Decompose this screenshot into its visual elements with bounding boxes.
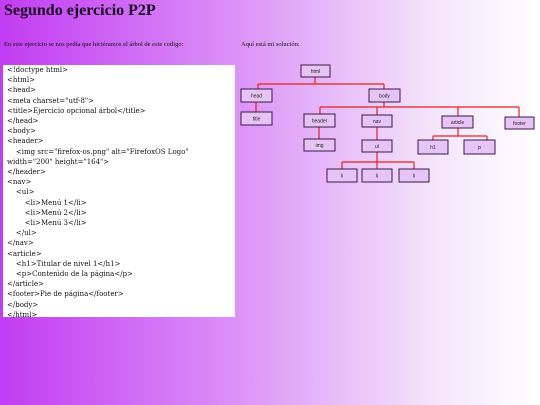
code-line: <html> <box>7 76 35 85</box>
node-label: article <box>451 120 465 126</box>
node-label: body <box>379 94 390 100</box>
tree-node-head: head <box>240 88 273 103</box>
tree-node-h1: h1 <box>417 139 449 155</box>
tree-node-li-3: li <box>398 168 430 183</box>
node-label: footer <box>513 121 526 127</box>
edge-html-children <box>257 77 385 89</box>
code-line: </head> <box>7 117 39 126</box>
node-label: h1 <box>430 145 436 151</box>
code-line: <!doctype html> <box>7 66 68 74</box>
code-line: </header> <box>7 168 46 177</box>
code-line: <body> <box>7 127 36 136</box>
code-line: <footer>Pie de página</footer> <box>7 290 124 299</box>
code-line: </article> <box>7 280 44 289</box>
tree-edges <box>255 77 520 169</box>
page-title: Segundo ejercicio P2P <box>4 2 156 19</box>
code-line: <li>Menú 3</li> <box>7 219 87 228</box>
code-line: <p>Contenido de la página</p> <box>7 270 133 279</box>
node-label: p <box>478 145 481 151</box>
node-label: li <box>376 174 378 180</box>
edge-ul-li <box>341 152 415 169</box>
edge-article-children <box>432 128 488 140</box>
node-label: li <box>341 174 343 180</box>
tree-node-html: html <box>300 64 331 78</box>
node-label: title <box>253 117 261 123</box>
tree-node-nav: nav <box>361 114 393 128</box>
code-line: <ul> <box>7 188 35 197</box>
node-label: header <box>312 119 328 125</box>
tree-node-img: img <box>303 138 336 152</box>
tree-node-body: body <box>368 88 401 103</box>
node-label: nav <box>373 119 382 125</box>
code-line: <nav> <box>7 178 32 187</box>
tree-node-li-1: li <box>326 168 358 183</box>
node-label: img <box>315 143 323 149</box>
code-line: </body> <box>7 300 39 309</box>
code-line: </ul> <box>7 229 37 238</box>
code-line: <article> <box>7 249 42 258</box>
node-label: ul <box>375 144 379 150</box>
code-line: <img src="firefox-os.png" alt="FirefoxOS… <box>7 147 191 166</box>
code-line: <li>Menú 1</li> <box>7 198 87 207</box>
tree-node-article: article <box>441 115 474 129</box>
code-line: <meta charset="utf-8"> <box>7 96 95 105</box>
tree-node-title: title <box>240 111 273 126</box>
code-line: <head> <box>7 86 37 95</box>
tree-node-p: p <box>463 139 496 155</box>
intro-text: En este ejercicio se nos pedía que hicié… <box>4 41 184 48</box>
tree-node-header: header <box>303 113 336 128</box>
tree-node-li-2: li <box>361 168 393 183</box>
solution-label: Aquí está mi solución: <box>241 41 300 48</box>
edge-body-children <box>319 102 520 117</box>
tree-node-footer: footer <box>504 116 535 130</box>
code-block: <!doctype html> <html> <head> <meta char… <box>3 65 235 319</box>
code-line: <h1>Titular de nivel 1</h1> <box>7 259 121 268</box>
code-line: </nav> <box>7 239 34 248</box>
code-line: <li>Menú 2</li> <box>7 208 87 217</box>
code-line: <header> <box>7 137 44 146</box>
code-line: <title>Ejercicio opcional árbol</title> <box>7 106 146 115</box>
node-label: html <box>311 69 320 75</box>
node-label: head <box>251 94 262 100</box>
tree-node-ul: ul <box>361 139 393 153</box>
node-label: li <box>413 174 415 180</box>
code-line: </html> <box>7 310 38 319</box>
